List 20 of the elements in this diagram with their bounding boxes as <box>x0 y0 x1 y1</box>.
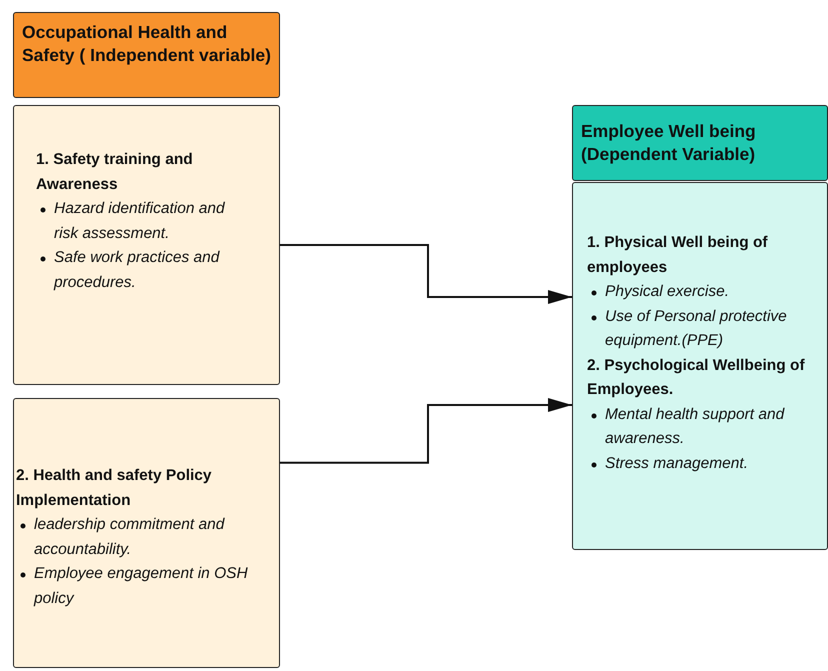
header-box <box>13 12 280 98</box>
content-box <box>572 182 828 550</box>
header-box <box>572 105 828 181</box>
header-text: Employee Well being (Dependent Variable) <box>581 120 757 166</box>
section-heading: 1. Physical Well being of employees <box>587 233 769 278</box>
bullet-item: Hazard identification and risk assessment. <box>54 199 226 244</box>
bullet-item: Use of Personal protective equipment.(PPE) <box>605 306 788 351</box>
bullet-item: Mental health support and awareness. <box>605 404 786 449</box>
arrow <box>280 398 572 464</box>
arrow <box>280 244 572 304</box>
section-heading: 1. Safety training and Awareness <box>36 150 194 194</box>
bullet-item: Safe work practices and procedures. <box>54 248 221 292</box>
bullet-item: Employee engagement in OSH policy <box>34 564 249 608</box>
bullet-item: Physical exercise. <box>605 282 730 302</box>
content-box <box>13 105 280 385</box>
header-text: Occupational Health and Safety ( Independent variable) <box>22 21 272 67</box>
bullet-item: leadership commitment and accountability. <box>34 515 226 560</box>
content-box <box>13 398 280 668</box>
bullet-item: Stress management. <box>605 454 750 474</box>
section-heading: 2. Psychological Wellbeing of Employees. <box>587 356 806 400</box>
